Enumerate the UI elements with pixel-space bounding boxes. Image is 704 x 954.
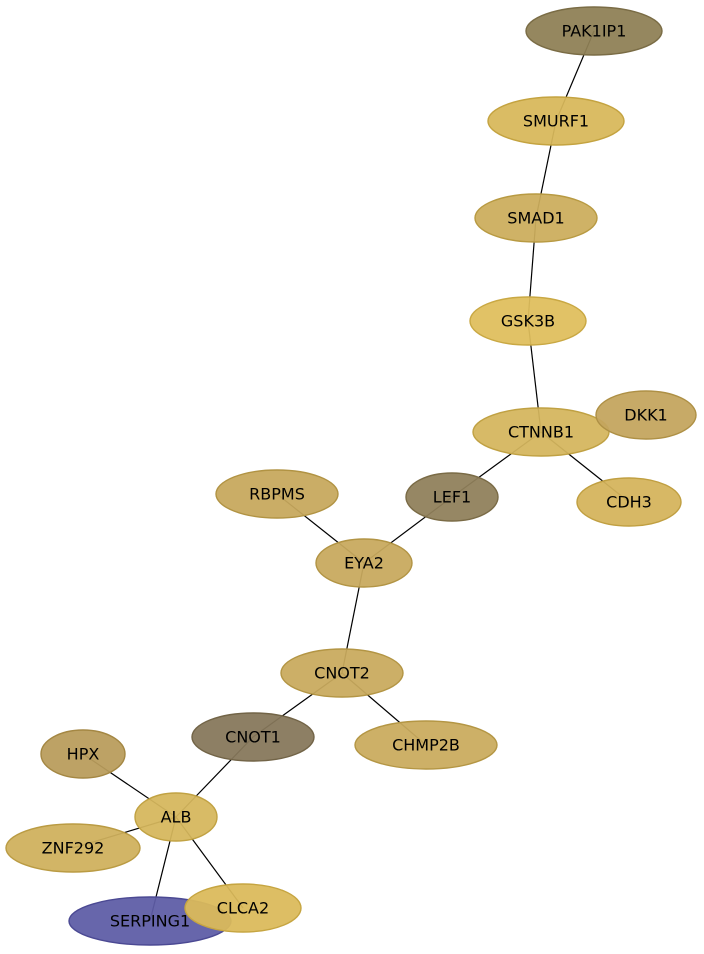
node-shape-cnot1[interactable] (191, 712, 315, 762)
node-shape-hpx[interactable] (40, 729, 126, 779)
node-cnot2[interactable]: CNOT2 (280, 648, 404, 698)
node-rbpms[interactable]: RBPMS (215, 469, 339, 519)
node-label-smad1: SMAD1 (507, 209, 564, 228)
edge-layer (72, 30, 630, 922)
node-shape-cnot2[interactable] (280, 648, 404, 698)
node-shape-gsk3b[interactable] (469, 296, 587, 346)
node-shape-chmp2b[interactable] (354, 720, 498, 770)
node-shape-cdh3[interactable] (576, 477, 682, 527)
node-label-dkk1: DKK1 (624, 406, 667, 425)
node-cdh3[interactable]: CDH3 (576, 477, 682, 527)
node-label-smurf1: SMURF1 (523, 112, 589, 131)
node-gsk3b[interactable]: GSK3B (469, 296, 587, 346)
node-clca2[interactable]: CLCA2 (184, 883, 302, 933)
node-ctnnb1[interactable]: CTNNB1 (472, 407, 610, 457)
node-label-cnot1: CNOT1 (225, 728, 281, 747)
node-smurf1[interactable]: SMURF1 (487, 96, 625, 146)
node-shape-rbpms[interactable] (215, 469, 339, 519)
node-label-chmp2b: CHMP2B (392, 736, 460, 755)
node-label-znf292: ZNF292 (42, 839, 105, 858)
node-hpx[interactable]: HPX (40, 729, 126, 779)
node-shape-smad1[interactable] (474, 193, 598, 243)
node-label-rbpms: RBPMS (249, 485, 305, 504)
node-lef1[interactable]: LEF1 (405, 472, 499, 522)
node-label-cdh3: CDH3 (606, 493, 652, 512)
node-label-pak1ip1: PAK1IP1 (562, 22, 627, 41)
node-dkk1[interactable]: DKK1 (595, 390, 697, 440)
node-shape-lef1[interactable] (405, 472, 499, 522)
node-shape-znf292[interactable] (5, 823, 141, 873)
node-label-clca2: CLCA2 (217, 899, 269, 918)
node-label-gsk3b: GSK3B (501, 312, 555, 331)
node-cnot1[interactable]: CNOT1 (191, 712, 315, 762)
node-znf292[interactable]: ZNF292 (5, 823, 141, 873)
node-pak1ip1[interactable]: PAK1IP1 (525, 6, 663, 56)
node-shape-smurf1[interactable] (487, 96, 625, 146)
node-label-cnot2: CNOT2 (314, 664, 370, 683)
node-shape-dkk1[interactable] (595, 390, 697, 440)
node-label-ctnnb1: CTNNB1 (508, 423, 574, 442)
node-shape-clca2[interactable] (184, 883, 302, 933)
node-shape-ctnnb1[interactable] (472, 407, 610, 457)
node-shape-pak1ip1[interactable] (525, 6, 663, 56)
node-shape-eya2[interactable] (315, 538, 413, 588)
node-label-alb: ALB (161, 808, 192, 827)
node-label-hpx: HPX (67, 745, 100, 764)
node-eya2[interactable]: EYA2 (315, 538, 413, 588)
node-chmp2b[interactable]: CHMP2B (354, 720, 498, 770)
node-shape-alb[interactable] (134, 792, 218, 842)
node-label-lef1: LEF1 (433, 488, 471, 507)
node-label-eya2: EYA2 (344, 554, 384, 573)
node-alb[interactable]: ALB (134, 792, 218, 842)
node-label-serping1: SERPING1 (110, 912, 190, 931)
node-smad1[interactable]: SMAD1 (474, 193, 598, 243)
